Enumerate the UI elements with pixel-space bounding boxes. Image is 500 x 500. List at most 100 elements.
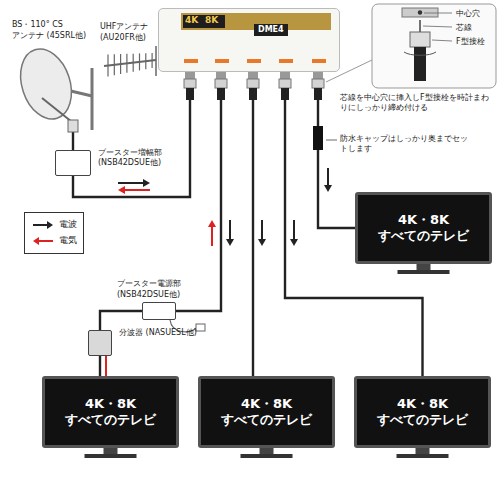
dish-reflector: [12, 42, 80, 125]
f-plug: [186, 88, 194, 100]
tv-stand-base: [85, 454, 137, 458]
model-name: DME4: [254, 24, 288, 36]
f-connector-nut: [279, 79, 291, 88]
tv-text: 4K・8K すべてのテレビ: [55, 396, 167, 429]
f-connector-nut: [184, 79, 196, 88]
f-plug: [281, 88, 289, 100]
part-label: ブースター電源部 (NSB42DSUE他): [117, 279, 201, 300]
callout-frame: [372, 4, 496, 88]
center-hole: [418, 10, 422, 14]
part-name: 中心穴: [456, 9, 480, 19]
tv-stand-neck: [416, 448, 430, 454]
f-connector-nut: [410, 32, 430, 47]
logo-text: 8K: [205, 15, 218, 26]
f-plug: [314, 88, 322, 100]
label-anchor: 8K: [205, 15, 218, 26]
booster-power-unit: ブースター電源部 (NSB42DSUE他): [142, 302, 176, 320]
instruction-note: 防水キャップはしっかり奥までセットします: [340, 134, 475, 155]
f-plug: [249, 88, 257, 100]
f-port: [248, 72, 258, 79]
satellite-dish: BS・110° CS アンテナ (45SRL他): [18, 44, 98, 132]
legend-arrow: [31, 220, 55, 230]
signal-arrow-head: [226, 239, 234, 246]
tv-text: 4K・8K すべてのテレビ: [211, 396, 323, 429]
turn-arrow: [404, 52, 436, 55]
label-anchor: 中心穴: [456, 9, 480, 19]
coax-cable: [99, 356, 101, 376]
signal-arrow-head: [118, 186, 125, 194]
tv-screen: 4K・8K すべてのテレビ: [198, 376, 335, 448]
signal-arrow-head: [324, 185, 332, 192]
tv-text: 4K・8K すべてのテレビ: [368, 212, 480, 245]
logo-text: 4K: [185, 15, 198, 26]
splitter: 分波器 (NASUESL他): [88, 330, 112, 356]
f-plug: [217, 88, 225, 100]
leader-line: [432, 40, 452, 41]
coax-body: [414, 47, 426, 81]
label-anchor: 4K: [185, 15, 198, 26]
signal-arrow-shaft: [211, 225, 213, 246]
antenna-boom: [104, 60, 156, 66]
antenna-element: [126, 54, 127, 73]
signal-arrow-head: [290, 239, 298, 246]
coax-cable: [100, 311, 142, 330]
legend-row: 電波: [31, 217, 77, 233]
f-port: [185, 72, 195, 79]
power-plug: [196, 324, 205, 331]
label-anchor: 防水キャップはしっかり奥までセットします: [340, 134, 475, 155]
antenna-element: [139, 53, 140, 70]
signal-arrow-head: [143, 179, 150, 187]
legend-arrow-head: [47, 221, 53, 229]
lnb-arm: [42, 98, 72, 122]
legend-arrow-head: [33, 237, 39, 245]
label-anchor: 芯線: [456, 23, 472, 33]
signal-arrow-shaft: [327, 168, 329, 187]
splitter-output-wire: [105, 356, 107, 376]
antenna-element: [107, 55, 108, 77]
tv-stand-neck: [260, 448, 274, 454]
part-label: ブースター増幅部 (NSB42DSUE他): [98, 148, 184, 169]
signal-arrow-head: [208, 220, 216, 227]
booster-amplifier: ブースター増幅部 (NSB42DSUE他): [55, 150, 91, 176]
antenna-element: [114, 54, 115, 75]
tv-screen: 4K・8K すべてのテレビ: [355, 192, 492, 264]
f-connector-nut: [247, 79, 259, 88]
tv-stand-base: [397, 454, 449, 458]
part-name: F型接栓: [456, 37, 485, 47]
f-port: [280, 72, 290, 79]
part-label: 分波器 (NASUESL他): [119, 328, 199, 338]
signal-arrow-shaft: [293, 220, 295, 241]
signal-arrow-shaft: [123, 189, 150, 191]
leader-line: [424, 13, 452, 14]
signal-arrow-shaft: [261, 220, 263, 241]
antenna-label: UHFアンテナ (AU20FR他): [100, 22, 164, 43]
tv-stand-base: [241, 454, 293, 458]
legend-text: 電波: [59, 219, 77, 231]
lnb-converter: [68, 120, 78, 132]
label-anchor: F型接栓: [456, 37, 485, 47]
f-connector-nut: [215, 79, 227, 88]
antenna-element: [145, 53, 146, 69]
f-connector-nut: [312, 79, 324, 88]
coax-cable: [252, 72, 254, 376]
antenna-element: [120, 54, 121, 74]
tv-screen: 4K・8K すべてのテレビ: [42, 376, 179, 448]
signal-arrow-shaft: [118, 182, 145, 184]
antenna-label: BS・110° CS アンテナ (45SRL他): [12, 20, 96, 41]
antenna-element: [133, 54, 134, 72]
legend-arrow-shaft: [38, 240, 53, 242]
legend-arrow: [31, 236, 55, 246]
leader-line: [326, 140, 337, 141]
antenna-reflector: [155, 46, 157, 76]
f-port: [313, 72, 323, 79]
uhf-antenna: UHFアンテナ (AU20FR他): [100, 46, 158, 82]
coax-cable: [176, 72, 221, 311]
antenna-mast: [91, 68, 94, 130]
instruction-note: 芯線を中心穴に挿入しF型接栓を時計まわりにしっかり締め付ける: [340, 93, 492, 114]
coax-cable: [72, 132, 74, 150]
legend-arrow-shaft: [33, 224, 48, 226]
legend-row: 電気: [31, 233, 77, 249]
tv-stand-base: [398, 270, 450, 274]
legend-text: 電気: [59, 235, 77, 247]
